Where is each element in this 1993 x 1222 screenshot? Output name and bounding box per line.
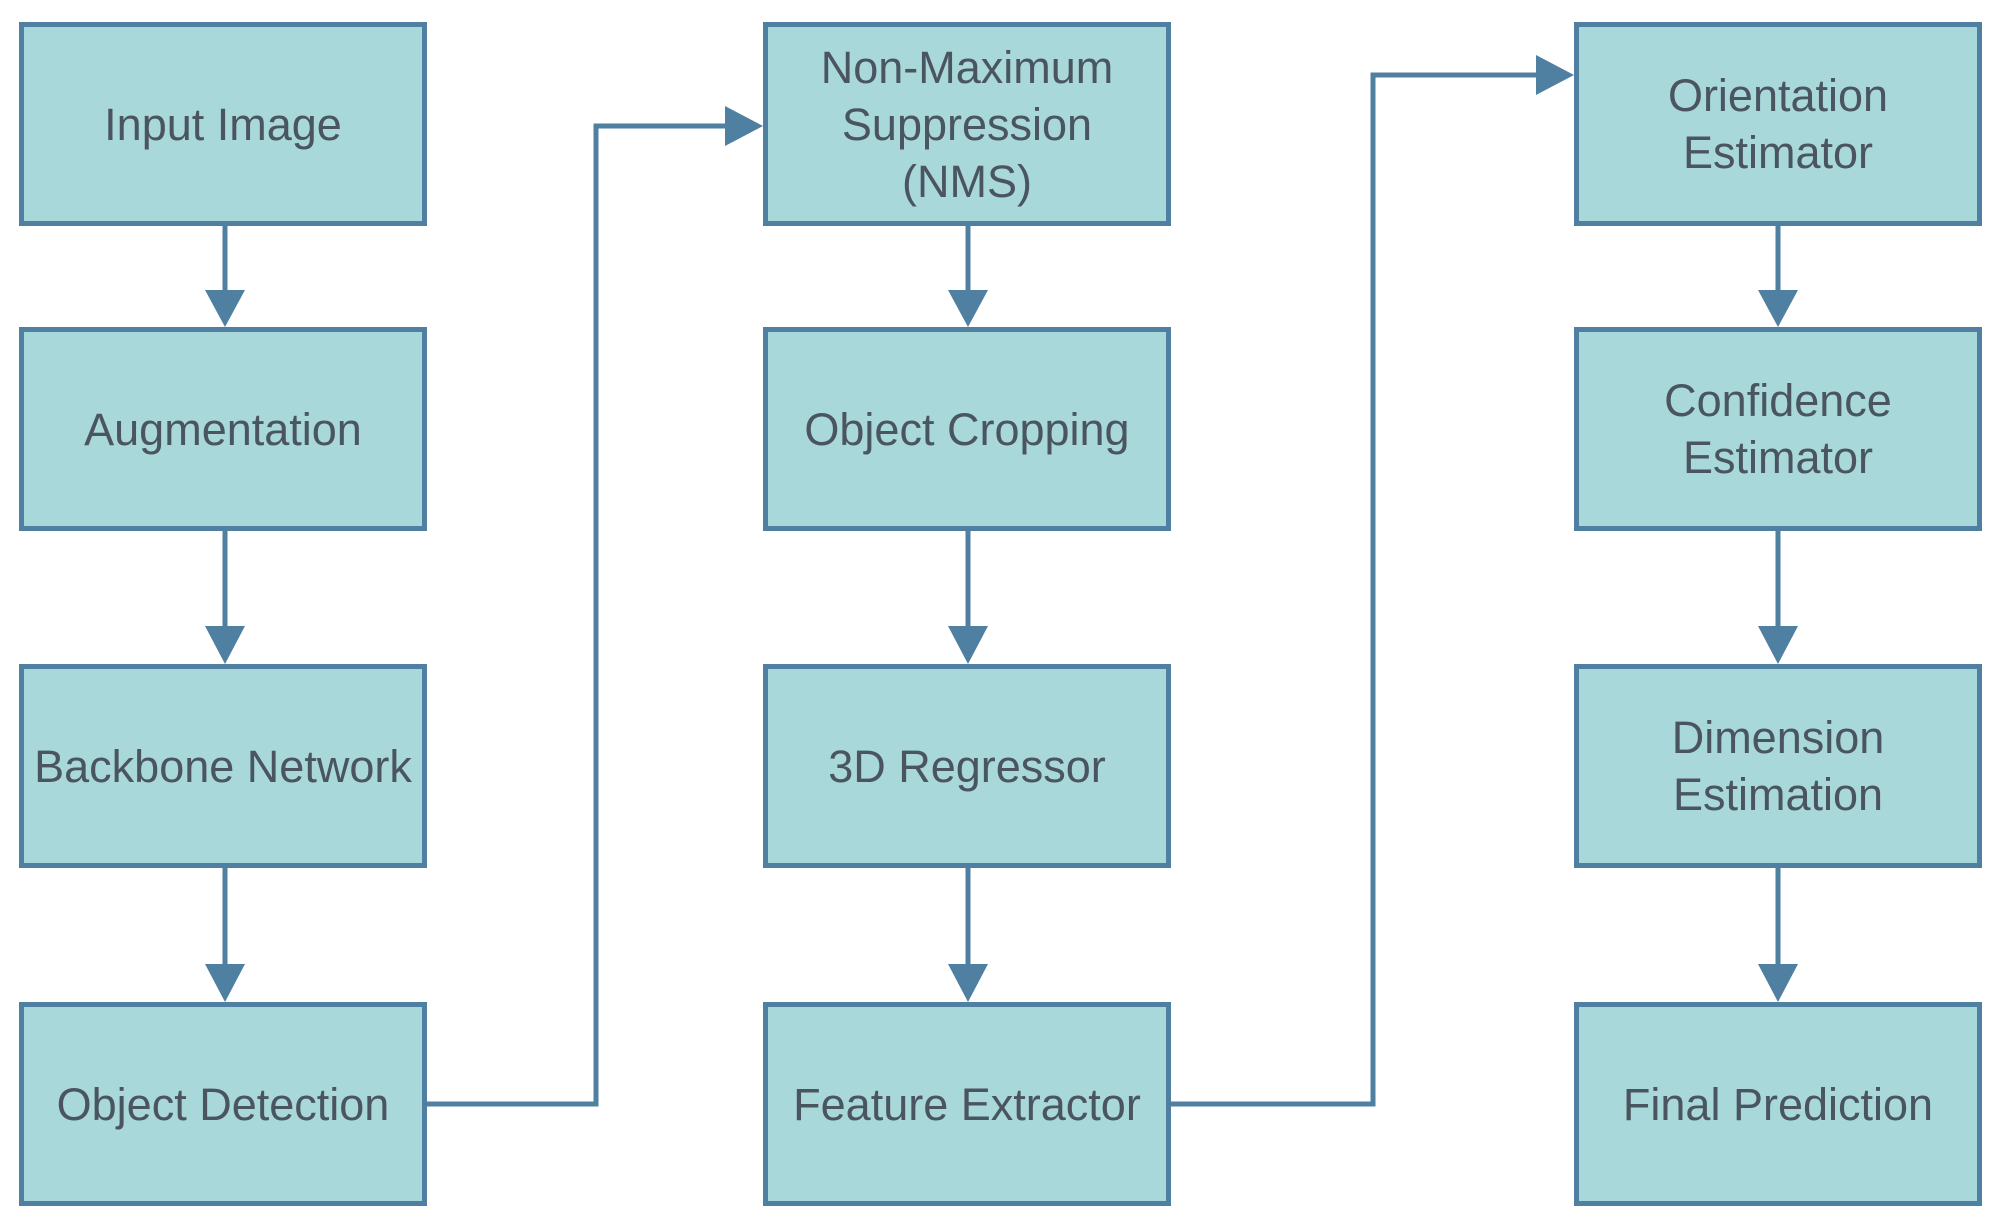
node-label: Object Detection <box>56 1078 390 1130</box>
node-nms: Non-Maximum Suppression (NMS) <box>763 22 1171 226</box>
node-label: Confidence Estimator <box>1664 375 1892 483</box>
arrow-extractor-to-orientation <box>1171 72 1546 1107</box>
node-label: 3D Regressor <box>828 740 1106 792</box>
node-backbone-network: Backbone Network <box>19 664 427 868</box>
node-feature-extractor: Feature Extractor <box>763 1002 1171 1206</box>
node-object-detection: Object Detection <box>19 1002 427 1206</box>
node-label: Non-Maximum Suppression (NMS) <box>820 41 1114 207</box>
node-input-image: Input Image <box>19 22 427 226</box>
node-label: Backbone Network <box>34 740 412 792</box>
arrowhead-icon <box>725 106 763 146</box>
node-augmentation: Augmentation <box>19 327 427 531</box>
node-confidence-estimator: Confidence Estimator <box>1574 327 1982 531</box>
arrowhead-icon <box>948 626 988 664</box>
arrowhead-icon <box>205 290 245 327</box>
arrowhead-icon <box>1758 290 1798 327</box>
node-object-cropping: Object Cropping <box>763 327 1171 531</box>
arrow-detection-to-nms <box>427 123 735 1107</box>
arrowhead-icon <box>1758 626 1798 664</box>
arrowhead-icon <box>1758 964 1798 1002</box>
arrowheads <box>205 55 1798 1002</box>
arrowhead-icon <box>205 964 245 1002</box>
arrowhead-icon <box>948 964 988 1002</box>
node-label: Dimension Estimation <box>1671 712 1885 820</box>
node-dimension-estimation: Dimension Estimation <box>1574 664 1982 868</box>
node-label: Input Image <box>104 98 342 150</box>
node-3d-regressor: 3D Regressor <box>763 664 1171 868</box>
arrowhead-icon <box>205 626 245 664</box>
node-orientation-estimator: Orientation Estimator <box>1574 22 1982 226</box>
node-label: Augmentation <box>84 403 362 455</box>
arrowhead-icon <box>1536 55 1574 95</box>
node-final-prediction: Final Prediction <box>1574 1002 1982 1206</box>
arrowhead-icon <box>948 290 988 327</box>
node-label: Object Cropping <box>804 403 1130 455</box>
node-label: Feature Extractor <box>793 1078 1141 1130</box>
node-label: Orientation Estimator <box>1667 70 1889 178</box>
node-label: Final Prediction <box>1622 1078 1934 1130</box>
